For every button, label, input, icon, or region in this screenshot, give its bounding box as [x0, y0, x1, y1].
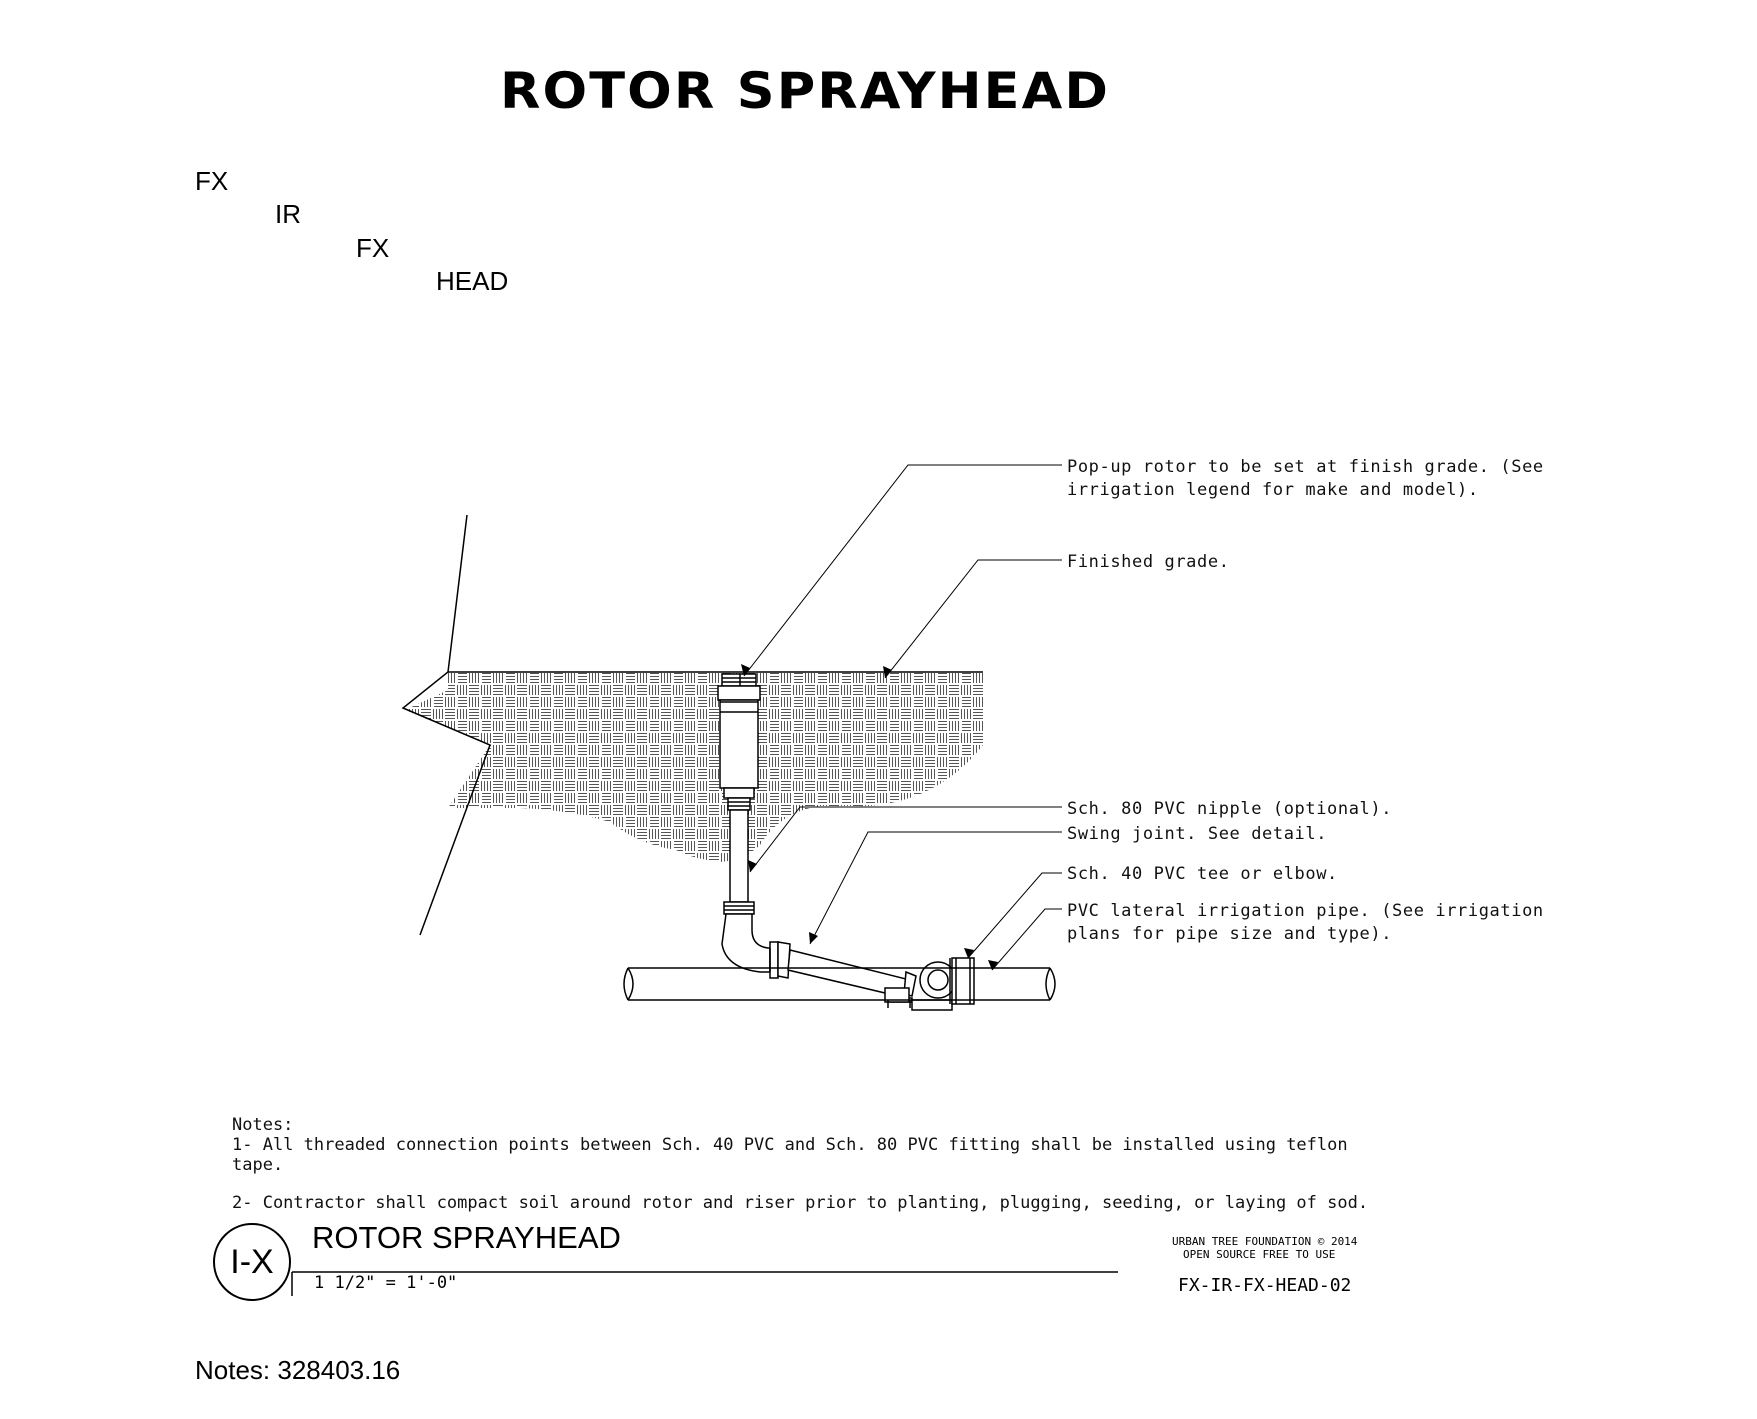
callout-swing-joint: Swing joint. See detail.	[1067, 824, 1328, 844]
code-fx: FX	[195, 166, 229, 196]
detail-title: ROTOR SPRAYHEAD	[312, 1220, 621, 1255]
callout-lateral-line-1: PVC lateral irrigation pipe. (See irriga…	[1067, 901, 1544, 921]
swing-joint	[721, 913, 917, 999]
detail-badge-label: I-X	[230, 1242, 274, 1281]
code-ir: IR	[275, 199, 301, 229]
break-line	[401, 514, 491, 936]
note-1-line-2: tape.	[232, 1155, 284, 1175]
notes-heading: Notes:	[232, 1115, 294, 1135]
code-head: HEAD	[436, 266, 509, 296]
soil-section	[405, 672, 983, 862]
callout-nipple: Sch. 80 PVC nipple (optional).	[1067, 799, 1393, 819]
credit-line-1: URBAN TREE FOUNDATION © 2014	[1172, 1235, 1358, 1248]
tee-fitting	[884, 957, 975, 1011]
note-1-line-1: 1- All threaded connection points betwee…	[232, 1135, 1348, 1155]
detail-scale: 1 1/2" = 1'-0"	[314, 1273, 458, 1293]
arrowheads	[741, 664, 998, 970]
callout-lateral-line-2: plans for pipe size and type).	[1067, 924, 1393, 944]
callout-rotor-line-1: Pop-up rotor to be set at finish grade. …	[1067, 457, 1544, 477]
drawing-number: FX-IR-FX-HEAD-02	[1178, 1275, 1352, 1296]
callout-grade: Finished grade.	[1067, 552, 1230, 572]
callout-rotor-line-2: irrigation legend for make and model).	[1067, 480, 1479, 500]
page-title: ROTOR SPRAYHEAD	[500, 62, 1111, 120]
footer-notes: Notes: 328403.16	[195, 1355, 401, 1385]
callout-tee: Sch. 40 PVC tee or elbow.	[1067, 864, 1338, 884]
code-fx-2: FX	[356, 233, 390, 263]
lateral-pipe	[623, 958, 1056, 1008]
note-2: 2- Contractor shall compact soil around …	[232, 1193, 1369, 1213]
leader-lines	[743, 464, 1062, 971]
nipple-riser	[723, 797, 755, 915]
credit-line-2: OPEN SOURCE FREE TO USE	[1183, 1248, 1336, 1261]
rotor-body	[717, 673, 761, 799]
detail-badge: I-X	[213, 1223, 291, 1301]
